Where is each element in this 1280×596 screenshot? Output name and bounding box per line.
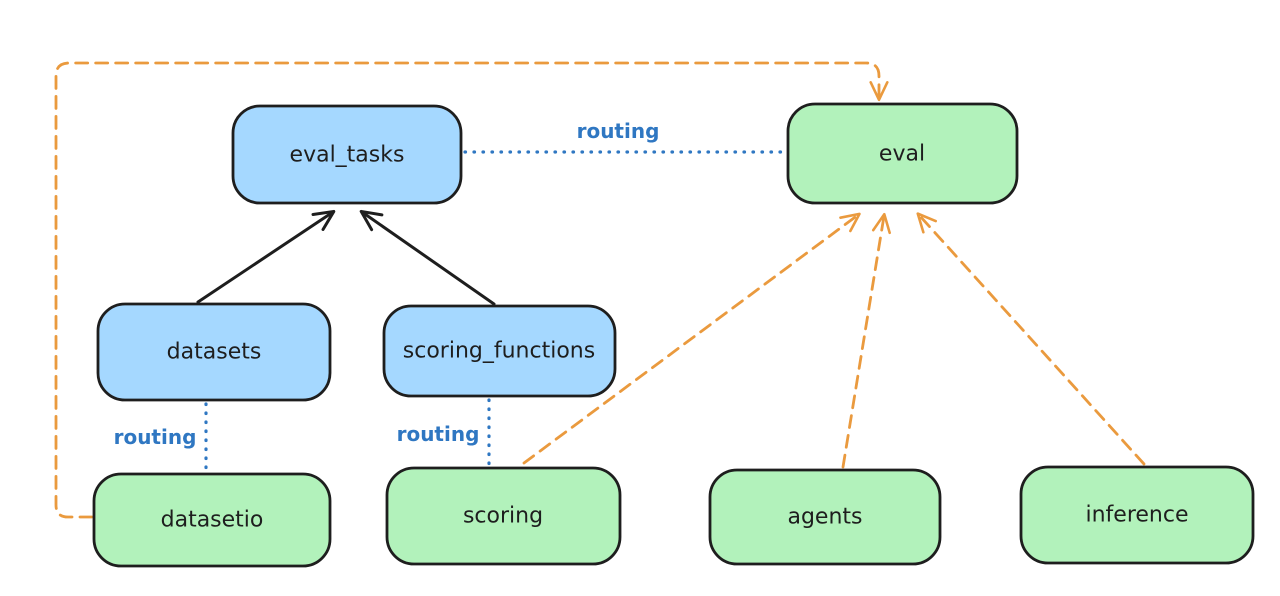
node-datasetio: datasetio [92,472,332,568]
node-datasets-box [96,302,332,402]
edge-datasetio-to-eval [54,61,889,519]
node-scoring-functions-label: scoring_functions [403,339,595,364]
node-eval-label: eval [879,142,925,167]
node-agents-box [708,468,942,566]
edge-agents-to-eval [841,212,891,469]
node-inference-label: inference [1085,503,1188,528]
edges [54,61,1146,519]
node-eval-box [786,102,1019,205]
edge-datasets-to-eval-tasks [196,209,336,304]
node-inference-box [1019,465,1255,565]
edge-inference-to-eval [916,212,1146,466]
node-datasetio-box [92,472,332,568]
edge-scoring-functions-to-eval-tasks [359,209,496,306]
node-inference: inference [1019,465,1255,565]
node-eval: eval [786,102,1019,205]
node-datasets: datasets [96,302,332,402]
node-scoring-functions-box [382,304,617,398]
node-scoring: scoring [385,466,622,566]
node-agents-label: agents [787,505,862,530]
routing-label-top: routing [577,119,660,143]
node-scoring-box [385,466,622,566]
routing-label-datasets: routing [114,425,197,449]
node-eval-tasks: eval_tasks [231,104,463,205]
node-datasetio-label: datasetio [161,508,264,533]
node-datasets-label: datasets [167,340,262,365]
node-eval-tasks-label: eval_tasks [290,143,405,168]
node-eval-tasks-box [231,104,463,205]
node-agents: agents [708,468,942,566]
node-scoring-label: scoring [463,504,543,529]
routing-label-scoring: routing [397,422,480,446]
edge-scoring-to-eval [522,212,861,465]
node-scoring-functions: scoring_functions [382,304,617,398]
